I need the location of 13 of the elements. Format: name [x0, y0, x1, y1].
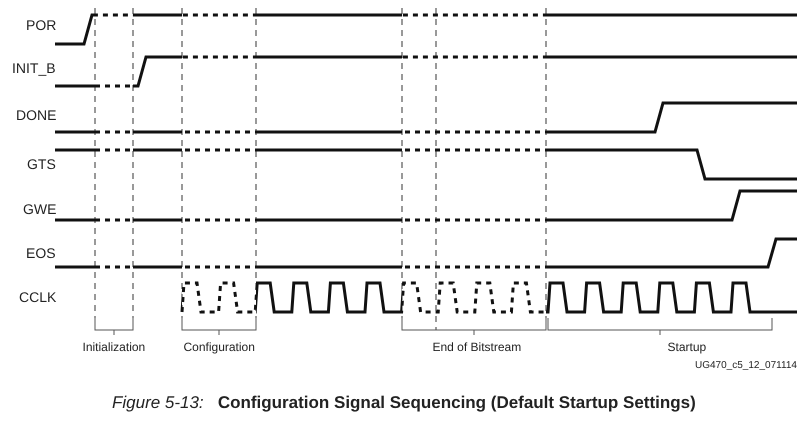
- signal-label: POR: [26, 18, 56, 32]
- signal-label: GTS: [27, 157, 56, 171]
- phase-label: End of Bitstream: [432, 341, 522, 353]
- signal-label: EOS: [26, 246, 56, 260]
- phase-label: Startup: [668, 341, 706, 353]
- phase-label: Configuration: [184, 341, 255, 353]
- figure-id: UG470_c5_12_071114: [695, 361, 797, 371]
- phase-label: Initialization: [82, 341, 146, 353]
- signal-label: CCLK: [19, 290, 56, 304]
- signal-label: DONE: [16, 108, 56, 122]
- figure-caption: Figure 5-13: Configuration Signal Sequencing (Default Startup Settings): [112, 394, 696, 411]
- signal-label: GWE: [23, 202, 56, 216]
- signal-label: INIT_B: [12, 61, 56, 75]
